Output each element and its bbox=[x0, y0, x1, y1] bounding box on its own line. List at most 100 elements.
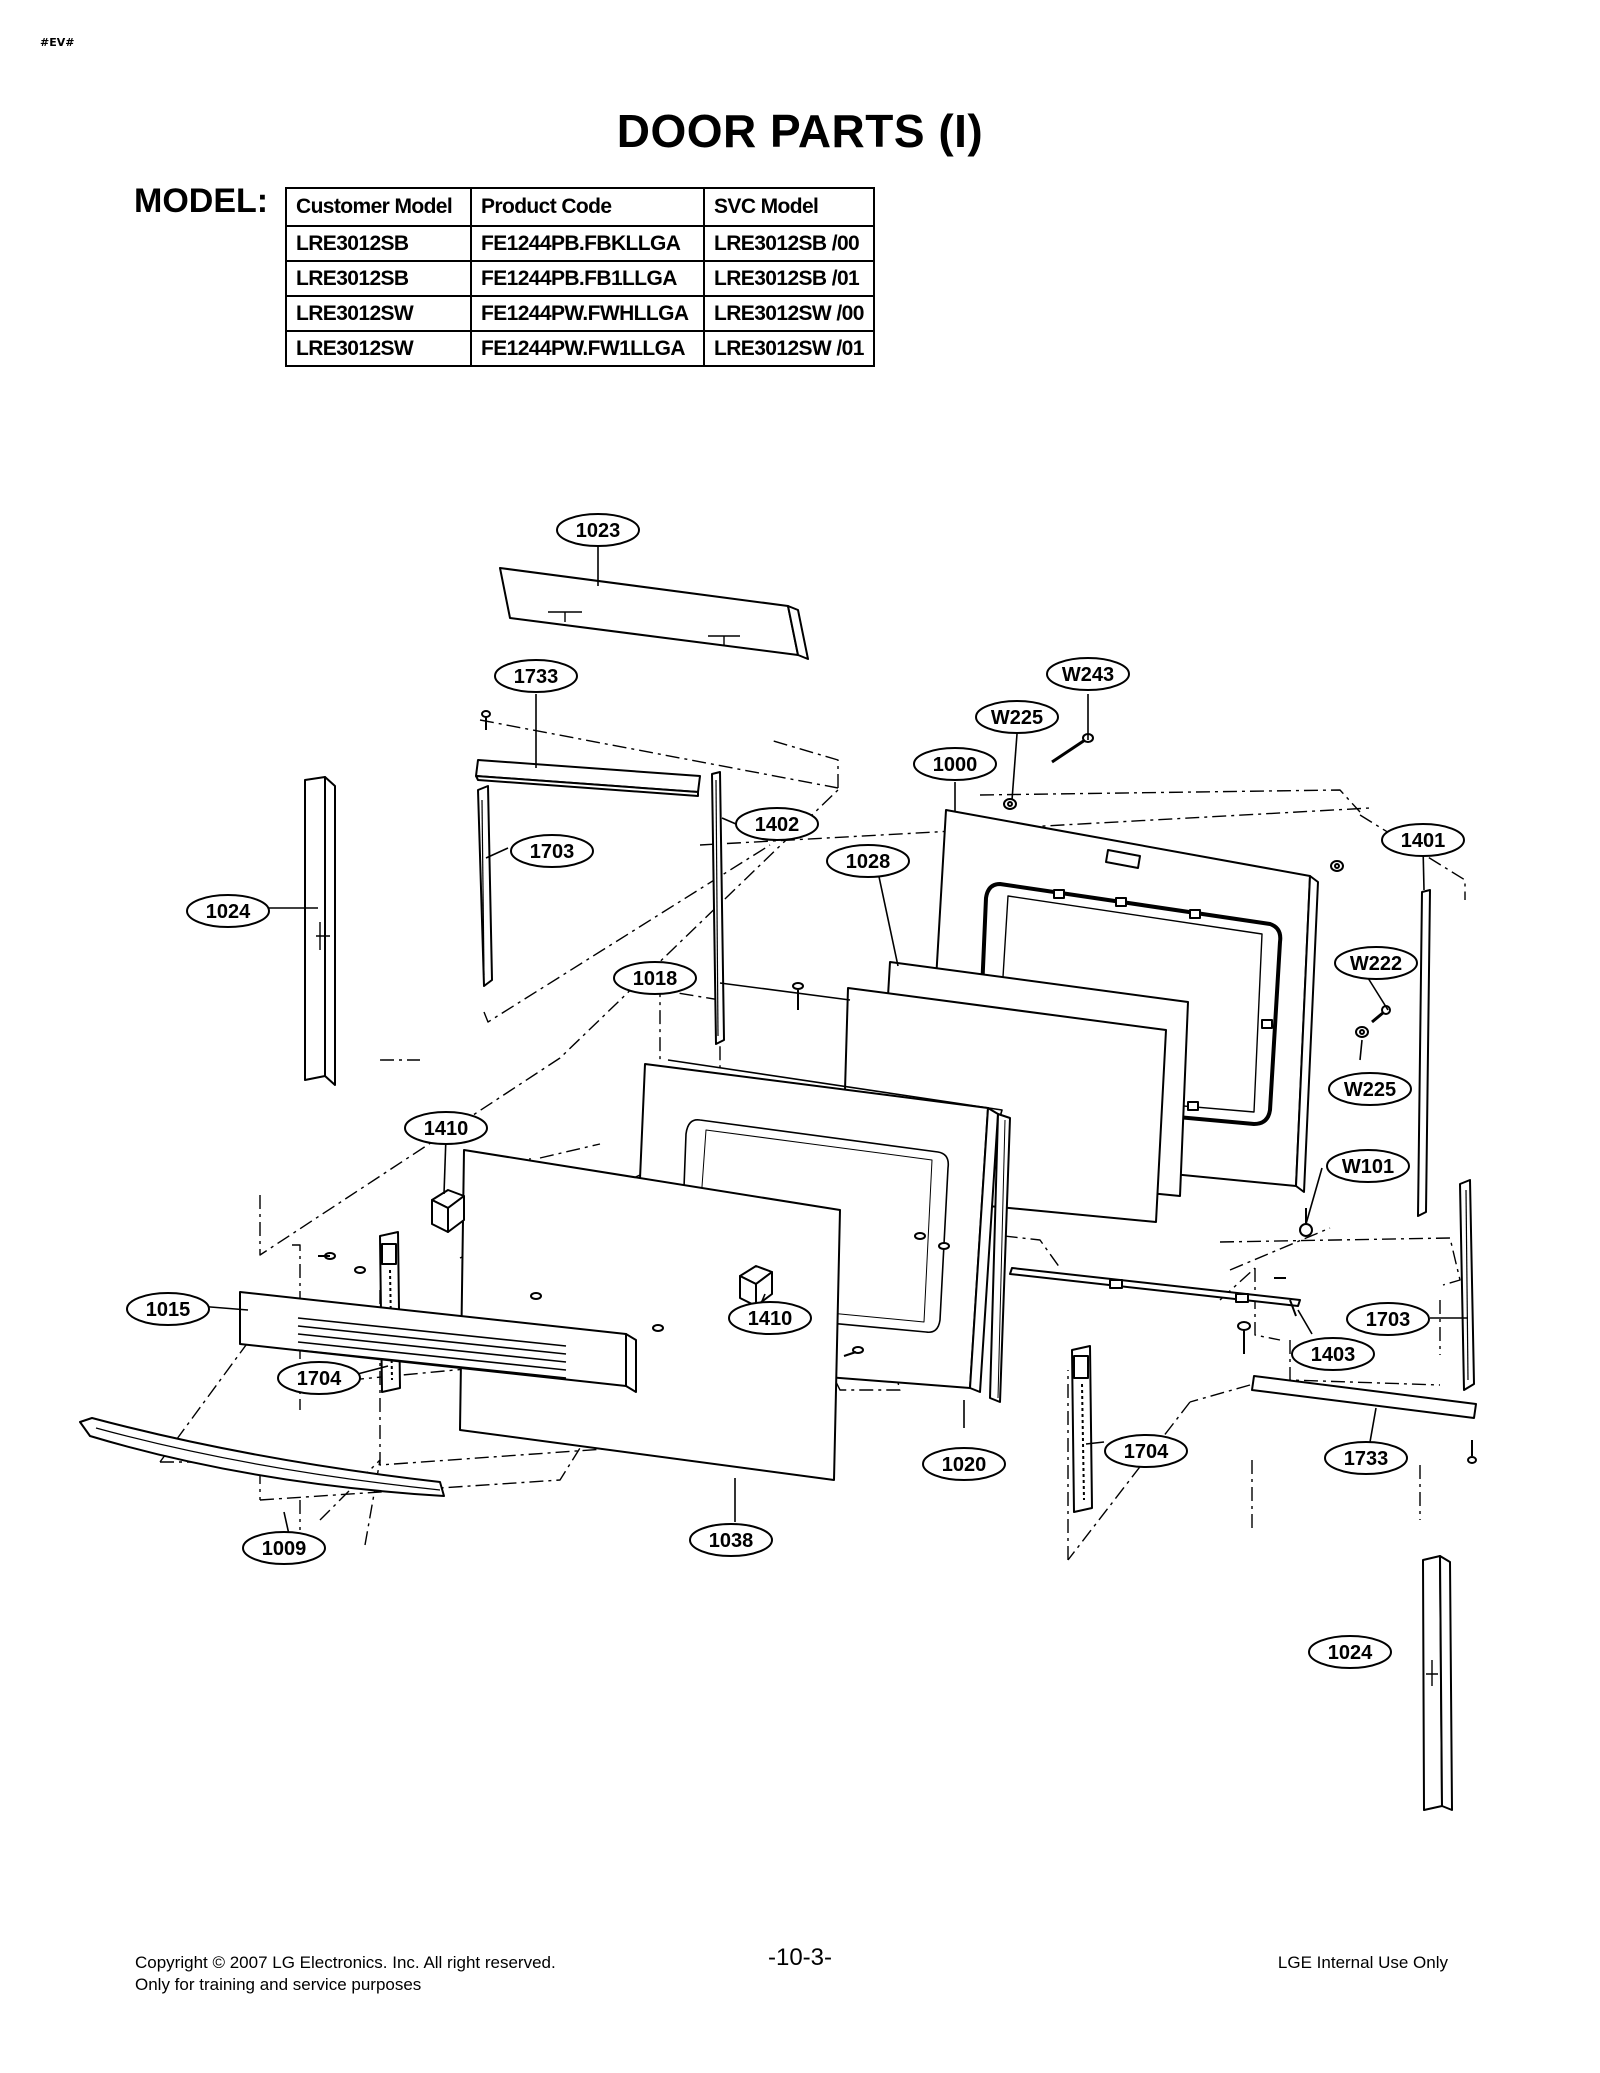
callout-W225-top-text: W225 bbox=[991, 707, 1043, 729]
callout-1403: 1403 bbox=[1291, 1337, 1375, 1371]
callout-1704-right: 1704 bbox=[1104, 1434, 1188, 1468]
callout-1401-text: 1401 bbox=[1401, 830, 1446, 852]
part-1703-right-strip bbox=[1459, 1179, 1475, 1391]
callout-1733-top-text: 1733 bbox=[514, 666, 559, 688]
callout-1024-left-text: 1024 bbox=[206, 901, 251, 923]
part-W225-washer bbox=[1003, 798, 1344, 872]
model-label: MODEL: bbox=[134, 182, 269, 220]
part-1401-right-strip bbox=[1417, 889, 1431, 1217]
callout-1703-left: 1703 bbox=[510, 834, 594, 868]
callout-1703-right-text: 1703 bbox=[1366, 1309, 1411, 1331]
page-number: -10-3- bbox=[767, 1944, 833, 1971]
callout-1028-text: 1028 bbox=[846, 851, 891, 873]
part-1703-left-strip bbox=[477, 785, 493, 987]
part-W225-washer-right bbox=[1355, 1026, 1369, 1038]
part-W243-screw bbox=[1051, 733, 1094, 764]
callout-1018-text: 1018 bbox=[633, 968, 678, 990]
callout-1024-right: 1024 bbox=[1308, 1635, 1392, 1669]
callout-1410-right-text: 1410 bbox=[748, 1308, 793, 1330]
callout-1028: 1028 bbox=[826, 844, 910, 878]
callout-1704-right-text: 1704 bbox=[1124, 1441, 1169, 1463]
cell-svc-model: LRE3012SW /01 bbox=[703, 330, 875, 367]
callout-1402: 1402 bbox=[735, 807, 819, 841]
screws-door-assembly bbox=[318, 1232, 950, 1357]
header-customer-model: Customer Model bbox=[285, 187, 472, 227]
copyright-text: Copyright © 2007 LG Electronics. Inc. Al… bbox=[135, 1953, 556, 1972]
callout-W225-right-text: W225 bbox=[1344, 1079, 1396, 1101]
callout-labels: 1023 1733 W243 W225 1000 1402 bbox=[126, 513, 1465, 1669]
callout-1018: 1018 bbox=[613, 961, 697, 995]
model-table: Customer Model Product Code SVC Model LR… bbox=[285, 187, 875, 367]
part-1023-top-trim bbox=[499, 567, 809, 660]
callout-1410-left: 1410 bbox=[404, 1111, 488, 1145]
table-row: LRE3012SW FE1244PW.FWHLLGA LRE3012SW /00 bbox=[285, 295, 875, 332]
part-1410-spacer-left bbox=[431, 1189, 465, 1233]
callout-1009: 1009 bbox=[242, 1531, 326, 1565]
callout-1703-right: 1703 bbox=[1346, 1302, 1430, 1336]
callout-1703-left-text: 1703 bbox=[530, 841, 575, 863]
corner-code: #EV# bbox=[40, 36, 75, 49]
callout-1000-text: 1000 bbox=[933, 754, 978, 776]
cell-customer-model: LRE3012SB bbox=[285, 225, 472, 262]
callout-1038: 1038 bbox=[689, 1523, 773, 1557]
cell-svc-model: LRE3012SB /00 bbox=[703, 225, 875, 262]
callout-W222-text: W222 bbox=[1350, 953, 1402, 975]
header-product-code: Product Code bbox=[470, 187, 705, 227]
callout-1000: 1000 bbox=[913, 747, 997, 781]
cell-product-code: FE1244PB.FBKLLGA bbox=[470, 225, 705, 262]
callout-1024-left: 1024 bbox=[186, 894, 270, 928]
cell-svc-model: LRE3012SW /00 bbox=[703, 295, 875, 332]
callout-1410-left-text: 1410 bbox=[424, 1118, 469, 1140]
callout-W222: W222 bbox=[1334, 946, 1418, 980]
part-1024-right-side bbox=[1422, 1555, 1453, 1811]
part-1704-hinge-right bbox=[1071, 1345, 1093, 1513]
callout-W243: W243 bbox=[1046, 657, 1130, 691]
cell-customer-model: LRE3012SW bbox=[285, 330, 472, 367]
callout-1733-top: 1733 bbox=[494, 659, 578, 693]
callout-W101-text: W101 bbox=[1342, 1156, 1394, 1178]
callout-W101: W101 bbox=[1326, 1149, 1410, 1183]
callout-1020: 1020 bbox=[922, 1447, 1006, 1481]
callout-1733-bottom: 1733 bbox=[1324, 1441, 1408, 1475]
callout-W243-text: W243 bbox=[1062, 664, 1114, 686]
callout-W225-top: W225 bbox=[975, 700, 1059, 734]
callout-1015-text: 1015 bbox=[146, 1299, 191, 1321]
cell-product-code: FE1244PB.FB1LLGA bbox=[470, 260, 705, 297]
cell-svc-model: LRE3012SB /01 bbox=[703, 260, 875, 297]
callout-1024-right-text: 1024 bbox=[1328, 1642, 1373, 1664]
header-svc-model: SVC Model bbox=[703, 187, 875, 227]
part-1015-vent-trim bbox=[239, 1291, 637, 1393]
callout-1410-right: 1410 bbox=[728, 1301, 812, 1335]
cell-product-code: FE1244PW.FWHLLGA bbox=[470, 295, 705, 332]
part-1733-bottom-rail bbox=[1251, 1375, 1477, 1419]
usage-text: Only for training and service purposes bbox=[135, 1975, 422, 1994]
callout-1020-text: 1020 bbox=[942, 1454, 987, 1476]
callout-1704-left-text: 1704 bbox=[297, 1368, 342, 1390]
table-row: LRE3012SB FE1244PB.FB1LLGA LRE3012SB /01 bbox=[285, 260, 875, 297]
part-1733-top-rail bbox=[475, 759, 701, 797]
table-row: LRE3012SB FE1244PB.FBKLLGA LRE3012SB /00 bbox=[285, 225, 875, 262]
callout-1038-text: 1038 bbox=[709, 1530, 754, 1552]
callout-1733-bottom-text: 1733 bbox=[1344, 1448, 1389, 1470]
screw-1018 bbox=[792, 982, 804, 1010]
callout-1009-text: 1009 bbox=[262, 1538, 307, 1560]
callout-W225-right: W225 bbox=[1328, 1072, 1412, 1106]
callout-1403-text: 1403 bbox=[1311, 1344, 1356, 1366]
footer-copyright: Copyright © 2007 LG Electronics. Inc. Al… bbox=[135, 1952, 556, 1996]
callout-1023-text: 1023 bbox=[576, 520, 621, 542]
part-1403-bottom-bar bbox=[1009, 1267, 1301, 1317]
part-1402-left-channel bbox=[711, 771, 725, 1045]
callout-1704-left: 1704 bbox=[277, 1361, 361, 1395]
screw-top-left bbox=[481, 710, 491, 730]
cell-customer-model: LRE3012SW bbox=[285, 295, 472, 332]
callout-1015: 1015 bbox=[126, 1292, 210, 1326]
table-row: LRE3012SW FE1244PW.FW1LLGA LRE3012SW /01 bbox=[285, 330, 875, 367]
internal-use-note: LGE Internal Use Only bbox=[1277, 1953, 1448, 1972]
table-header-row: Customer Model Product Code SVC Model bbox=[285, 187, 875, 227]
callout-1023: 1023 bbox=[556, 513, 640, 547]
screw-1403 bbox=[1237, 1277, 1286, 1354]
callout-1401: 1401 bbox=[1381, 823, 1465, 857]
part-1410-spacer-right bbox=[739, 1265, 773, 1307]
